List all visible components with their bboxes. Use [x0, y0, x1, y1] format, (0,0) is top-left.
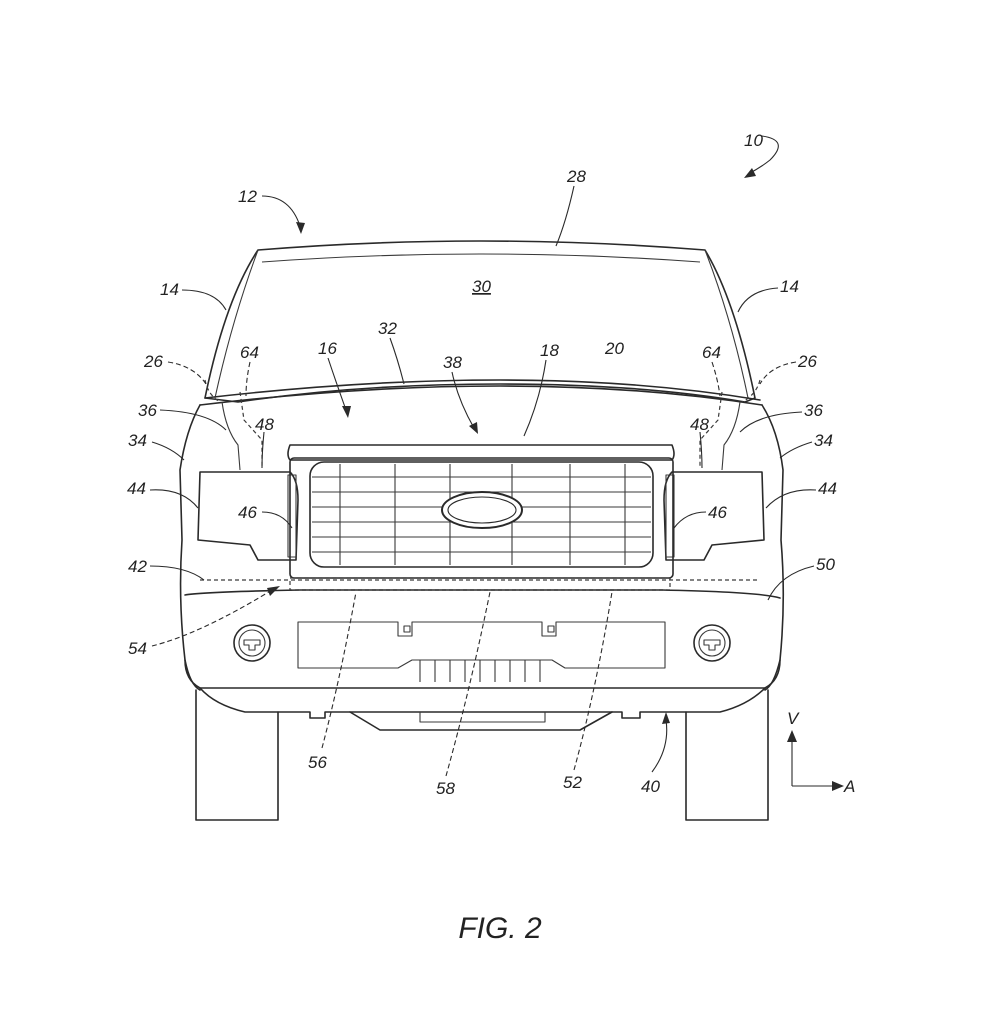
ref-64-right: 64	[702, 343, 721, 362]
ref-54: 54	[128, 639, 147, 658]
ref-34-left: 34	[128, 431, 147, 450]
right-mirror	[741, 379, 761, 403]
vehicle-outline	[179, 240, 785, 691]
right-tire	[685, 689, 769, 821]
ref-50: 50	[816, 555, 835, 574]
ref-56: 56	[308, 753, 327, 772]
ref-34-right: 34	[814, 431, 833, 450]
reference-numerals: 10 12 28 30 14 14 32 16 38 18 20 64 64 2…	[127, 131, 837, 798]
ref-58: 58	[436, 779, 455, 798]
ref-48-right: 48	[690, 415, 709, 434]
left-tire	[195, 689, 279, 821]
axis-a-label: A	[843, 777, 855, 796]
ref-10: 10	[744, 131, 763, 150]
ref-40: 40	[641, 777, 660, 796]
front-bumper	[184, 589, 781, 731]
hood	[199, 385, 763, 406]
ref-16: 16	[318, 339, 337, 358]
skid-plate	[349, 711, 613, 731]
windshield-frame	[204, 240, 756, 403]
ref-20: 20	[604, 339, 624, 358]
right-fender	[761, 404, 785, 691]
ref-32: 32	[378, 319, 397, 338]
ref-14-right: 14	[780, 277, 799, 296]
ref-64-left: 64	[240, 343, 259, 362]
ref-52: 52	[563, 773, 582, 792]
ref-38: 38	[443, 353, 462, 372]
left-headlamp	[197, 471, 299, 561]
ref-46-left: 46	[238, 503, 257, 522]
ref-42: 42	[128, 557, 147, 576]
ref-26-right: 26	[797, 352, 817, 371]
axis-v-label: V	[787, 709, 800, 728]
right-headlamp	[663, 471, 765, 561]
ref-44-right: 44	[818, 479, 837, 498]
emblem-oval	[441, 491, 523, 529]
figure-caption: FIG. 2	[458, 912, 542, 945]
axis-indicator: V A	[787, 709, 855, 796]
ref-46-right: 46	[708, 503, 727, 522]
grille	[287, 444, 675, 579]
ref-18: 18	[540, 341, 559, 360]
ref-36-right: 36	[804, 401, 823, 420]
leader-lines	[149, 135, 817, 777]
ref-26-left: 26	[143, 352, 163, 371]
ref-36-left: 36	[138, 401, 157, 420]
ref-48-left: 48	[255, 415, 274, 434]
ref-44-left: 44	[127, 479, 146, 498]
ref-14-left: 14	[160, 280, 179, 299]
ref-30: 30	[472, 277, 491, 296]
ref-12: 12	[238, 187, 257, 206]
left-mirror	[204, 379, 221, 403]
ref-28: 28	[566, 167, 586, 186]
left-fender	[179, 404, 201, 691]
